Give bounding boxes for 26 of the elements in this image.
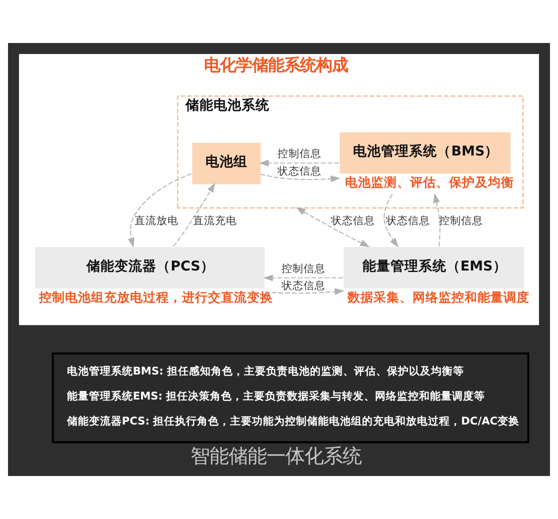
caption: 智能储能一体化系统 (190, 444, 362, 468)
edge-label: 状态信息 (278, 165, 322, 178)
arrow (173, 182, 216, 247)
node-box: 储能变流器（PCS） (35, 246, 265, 288)
arrow (384, 194, 399, 248)
edge-label: 直流放电 (134, 215, 178, 228)
edge-label: 控制信息 (278, 148, 322, 160)
node-box: 电池组 (192, 142, 261, 184)
arrow (263, 274, 344, 282)
arrow (260, 174, 340, 182)
arrow (264, 288, 344, 295)
edge-label: 控制信息 (282, 262, 326, 275)
edge-label: 状态信息 (386, 215, 430, 228)
node-label: 电池监测、评估、保护及均衡 (345, 174, 514, 190)
arrow (433, 193, 440, 247)
edge-label: 直流充电 (193, 215, 238, 228)
edge-label: 状态信息 (282, 280, 326, 292)
edge-label: 控制信息 (439, 215, 484, 228)
arrow (296, 207, 370, 248)
arrow (259, 160, 340, 166)
node-box: 电池管理系统（BMS） (340, 132, 510, 174)
node-box: 能量管理系统（EMS） (344, 246, 524, 288)
node-label: 控制电池组充放电过程，进行交直流变换 (38, 289, 273, 304)
node-label: 数据采集、网络监控和能量调度 (347, 289, 530, 304)
edge-label: 状态信息 (331, 215, 376, 228)
arrow (128, 173, 192, 248)
